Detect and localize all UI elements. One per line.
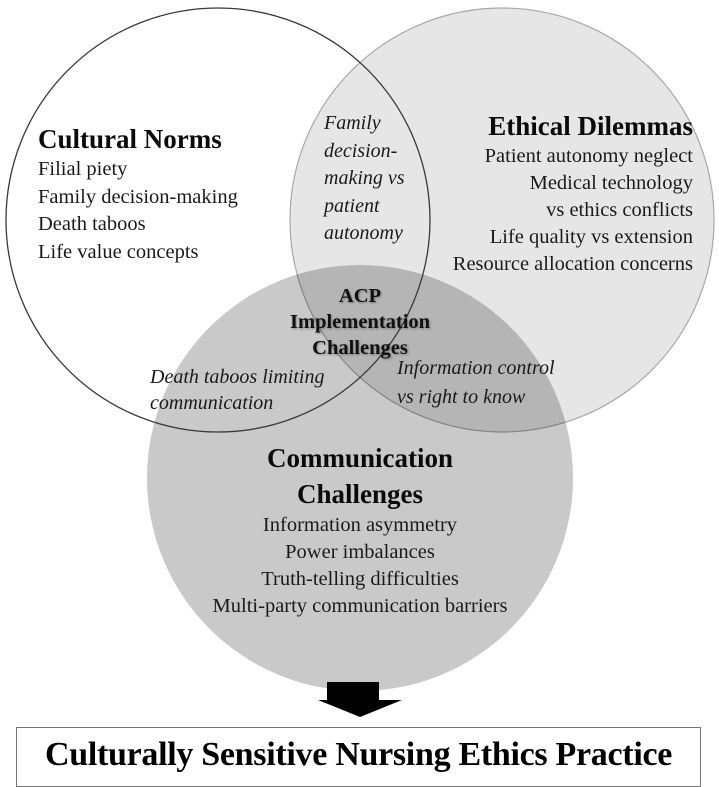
cultural-norms-item: Life value concepts bbox=[38, 240, 199, 263]
arrow-head bbox=[318, 700, 402, 717]
cultural-norms-item: Death taboos bbox=[38, 213, 146, 235]
ethical-dilemmas-item: Patient autonomy neglect bbox=[484, 145, 693, 167]
overlap-text-line: Death taboos limiting bbox=[150, 366, 325, 388]
outcome-box: Culturally Sensitive Nursing Ethics Prac… bbox=[16, 727, 701, 787]
outcome-label: Culturally Sensitive Nursing Ethics Prac… bbox=[44, 736, 673, 773]
cultural-norms-group: Cultural Norms Filial piety Family decis… bbox=[38, 126, 238, 266]
ethical-dilemmas-item: Resource allocation concerns bbox=[452, 253, 693, 275]
down-arrow-icon bbox=[318, 682, 402, 717]
overlap-text-line: making vs bbox=[324, 167, 405, 189]
communication-challenges-circle bbox=[147, 265, 573, 691]
center-title-line: Challenges bbox=[312, 337, 408, 359]
communication-title-line: Challenges bbox=[296, 479, 423, 509]
communication-item: Information asymmetry bbox=[262, 514, 458, 536]
overlap-text-line: communication bbox=[150, 392, 274, 414]
communication-item: Power imbalances bbox=[285, 541, 435, 563]
communication-item: Multi-party communication barriers bbox=[212, 595, 508, 617]
communication-challenges-group: Communication Challenges Information asy… bbox=[160, 440, 560, 620]
cultural-norms-circle bbox=[5, 7, 431, 433]
overlap-text-line: Family bbox=[324, 112, 381, 134]
ethical-dilemmas-item: Life quality vs extension bbox=[489, 226, 693, 248]
cultural-ethical-overlap: Family decision- making vs patient auton… bbox=[324, 110, 405, 248]
ethical-dilemmas-item: vs ethics conflicts bbox=[546, 199, 693, 221]
ethical-communication-overlap: Information control vs right to know bbox=[397, 354, 555, 412]
ethical-dilemmas-title: Ethical Dilemmas bbox=[488, 111, 693, 141]
center-title-line: Implementation bbox=[290, 311, 431, 333]
overlap-text-line: decision- bbox=[324, 139, 398, 162]
cultural-norms-title: Cultural Norms bbox=[38, 124, 222, 154]
center-overlap: ACP Implementation Challenges bbox=[290, 283, 430, 361]
overlap-text-line: autonomy bbox=[324, 222, 403, 244]
cultural-norms-item: Family decision-making bbox=[38, 185, 238, 208]
arrow-shaft bbox=[327, 682, 379, 701]
overlap-text-line: Information control bbox=[397, 357, 555, 379]
communication-title-line: Communication bbox=[266, 443, 453, 473]
overlap-text-line: patient bbox=[324, 194, 380, 217]
communication-item: Truth-telling difficulties bbox=[261, 568, 459, 590]
ethical-dilemmas-item: Medical technology bbox=[529, 172, 693, 194]
overlap-text-line: vs right to know bbox=[397, 386, 526, 408]
cultural-norms-item: Filial piety bbox=[38, 158, 128, 180]
cultural-communication-overlap: Death taboos limiting communication bbox=[150, 364, 324, 416]
center-title-line: ACP bbox=[338, 285, 382, 307]
ethical-dilemmas-group: Ethical Dilemmas Patient autonomy neglec… bbox=[453, 113, 693, 278]
